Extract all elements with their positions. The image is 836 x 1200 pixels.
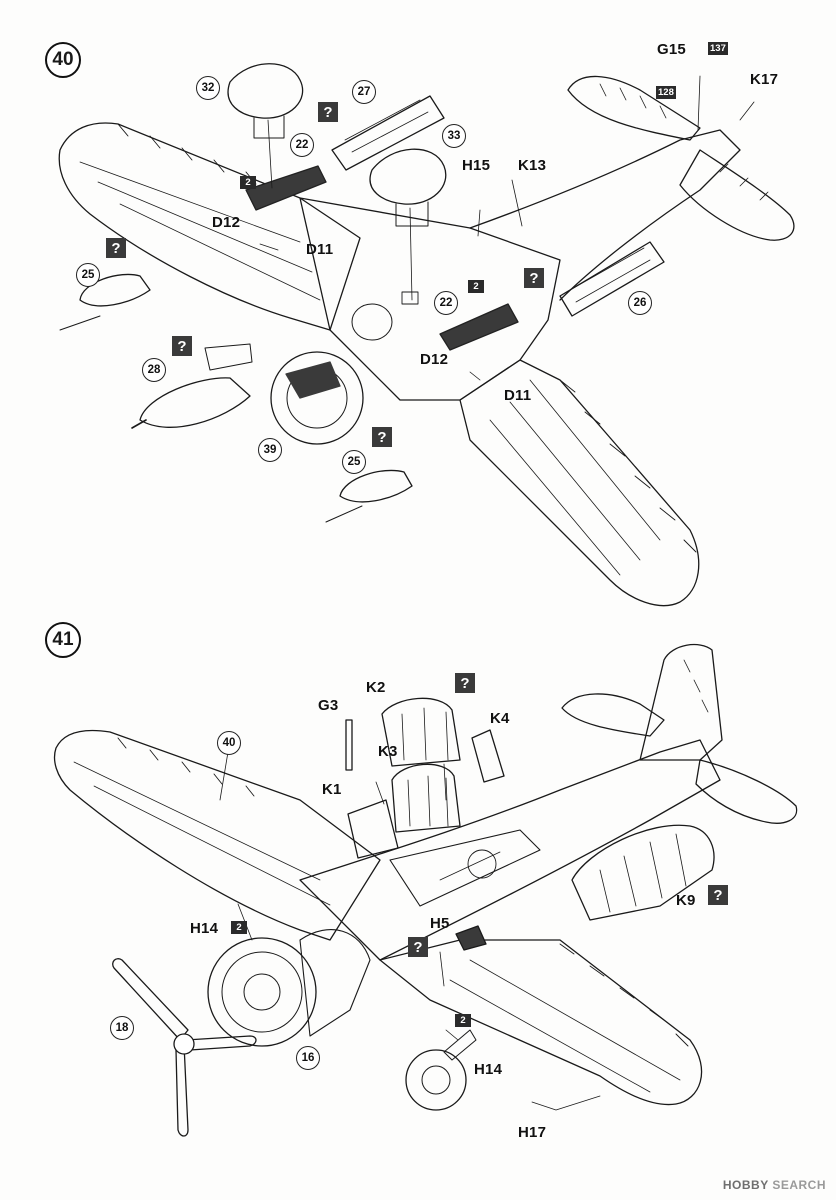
part-22-callout: 22 <box>290 133 314 157</box>
part-k4-label: K4 <box>490 710 510 727</box>
part-k9-label: K9 <box>676 892 696 909</box>
sprue-badge-128: 128 <box>656 86 676 99</box>
part-25-callout-2: 25 <box>342 450 366 474</box>
part-33-callout: 33 <box>442 124 466 148</box>
part-d12-label: D12 <box>212 214 241 231</box>
step-41-number: 41 <box>45 622 81 658</box>
part-26-callout: 26 <box>628 291 652 315</box>
part-40-callout: 40 <box>217 731 241 755</box>
part-h14-label-2: H14 <box>474 1061 503 1078</box>
question-mark-icon: ? <box>455 673 475 693</box>
part-16-callout: 16 <box>296 1046 320 1070</box>
question-mark-icon: ? <box>524 268 544 288</box>
step-40-number: 40 <box>45 42 81 78</box>
part-k1-label: K1 <box>322 781 342 798</box>
part-28-callout: 28 <box>142 358 166 382</box>
question-mark-icon: ? <box>106 238 126 258</box>
part-k3-label: K3 <box>378 743 398 760</box>
part-g3-label: G3 <box>318 697 339 714</box>
watermark-text: SEARCH <box>772 1178 826 1192</box>
part-d11-label: D11 <box>306 241 334 258</box>
watermark-brand: HOBBY <box>722 1178 769 1192</box>
part-g15-label: G15 <box>657 41 686 58</box>
part-k13-label: K13 <box>518 157 547 174</box>
quantity-badge: 2 <box>468 280 484 293</box>
step41-airframe <box>53 643 798 1137</box>
part-h5-label: H5 <box>430 915 450 932</box>
part-25-callout: 25 <box>76 263 100 287</box>
part-d11-label-2: D11 <box>504 387 532 404</box>
part-18-callout: 18 <box>110 1016 134 1040</box>
question-mark-icon: ? <box>172 336 192 356</box>
watermark: HOBBY SEARCH <box>723 1178 826 1192</box>
part-27-callout: 27 <box>352 80 376 104</box>
question-mark-icon: ? <box>408 937 428 957</box>
quantity-badge: 2 <box>231 921 247 934</box>
part-h15-label: H15 <box>462 157 491 174</box>
part-h14-label: H14 <box>190 920 219 937</box>
part-22-callout-2: 22 <box>434 291 458 315</box>
part-k17-label: K17 <box>750 71 779 88</box>
quantity-badge: 2 <box>240 176 256 189</box>
step40-wings <box>58 63 795 607</box>
quantity-badge: 2 <box>455 1014 471 1027</box>
part-39-callout: 39 <box>258 438 282 462</box>
question-mark-icon: ? <box>708 885 728 905</box>
part-d12-label-2: D12 <box>420 351 449 368</box>
part-32-callout: 32 <box>196 76 220 100</box>
part-k2-label: K2 <box>366 679 386 696</box>
question-mark-icon: ? <box>318 102 338 122</box>
sprue-badge-137: 137 <box>708 42 728 55</box>
question-mark-icon: ? <box>372 427 392 447</box>
part-h17-label: H17 <box>518 1124 547 1141</box>
